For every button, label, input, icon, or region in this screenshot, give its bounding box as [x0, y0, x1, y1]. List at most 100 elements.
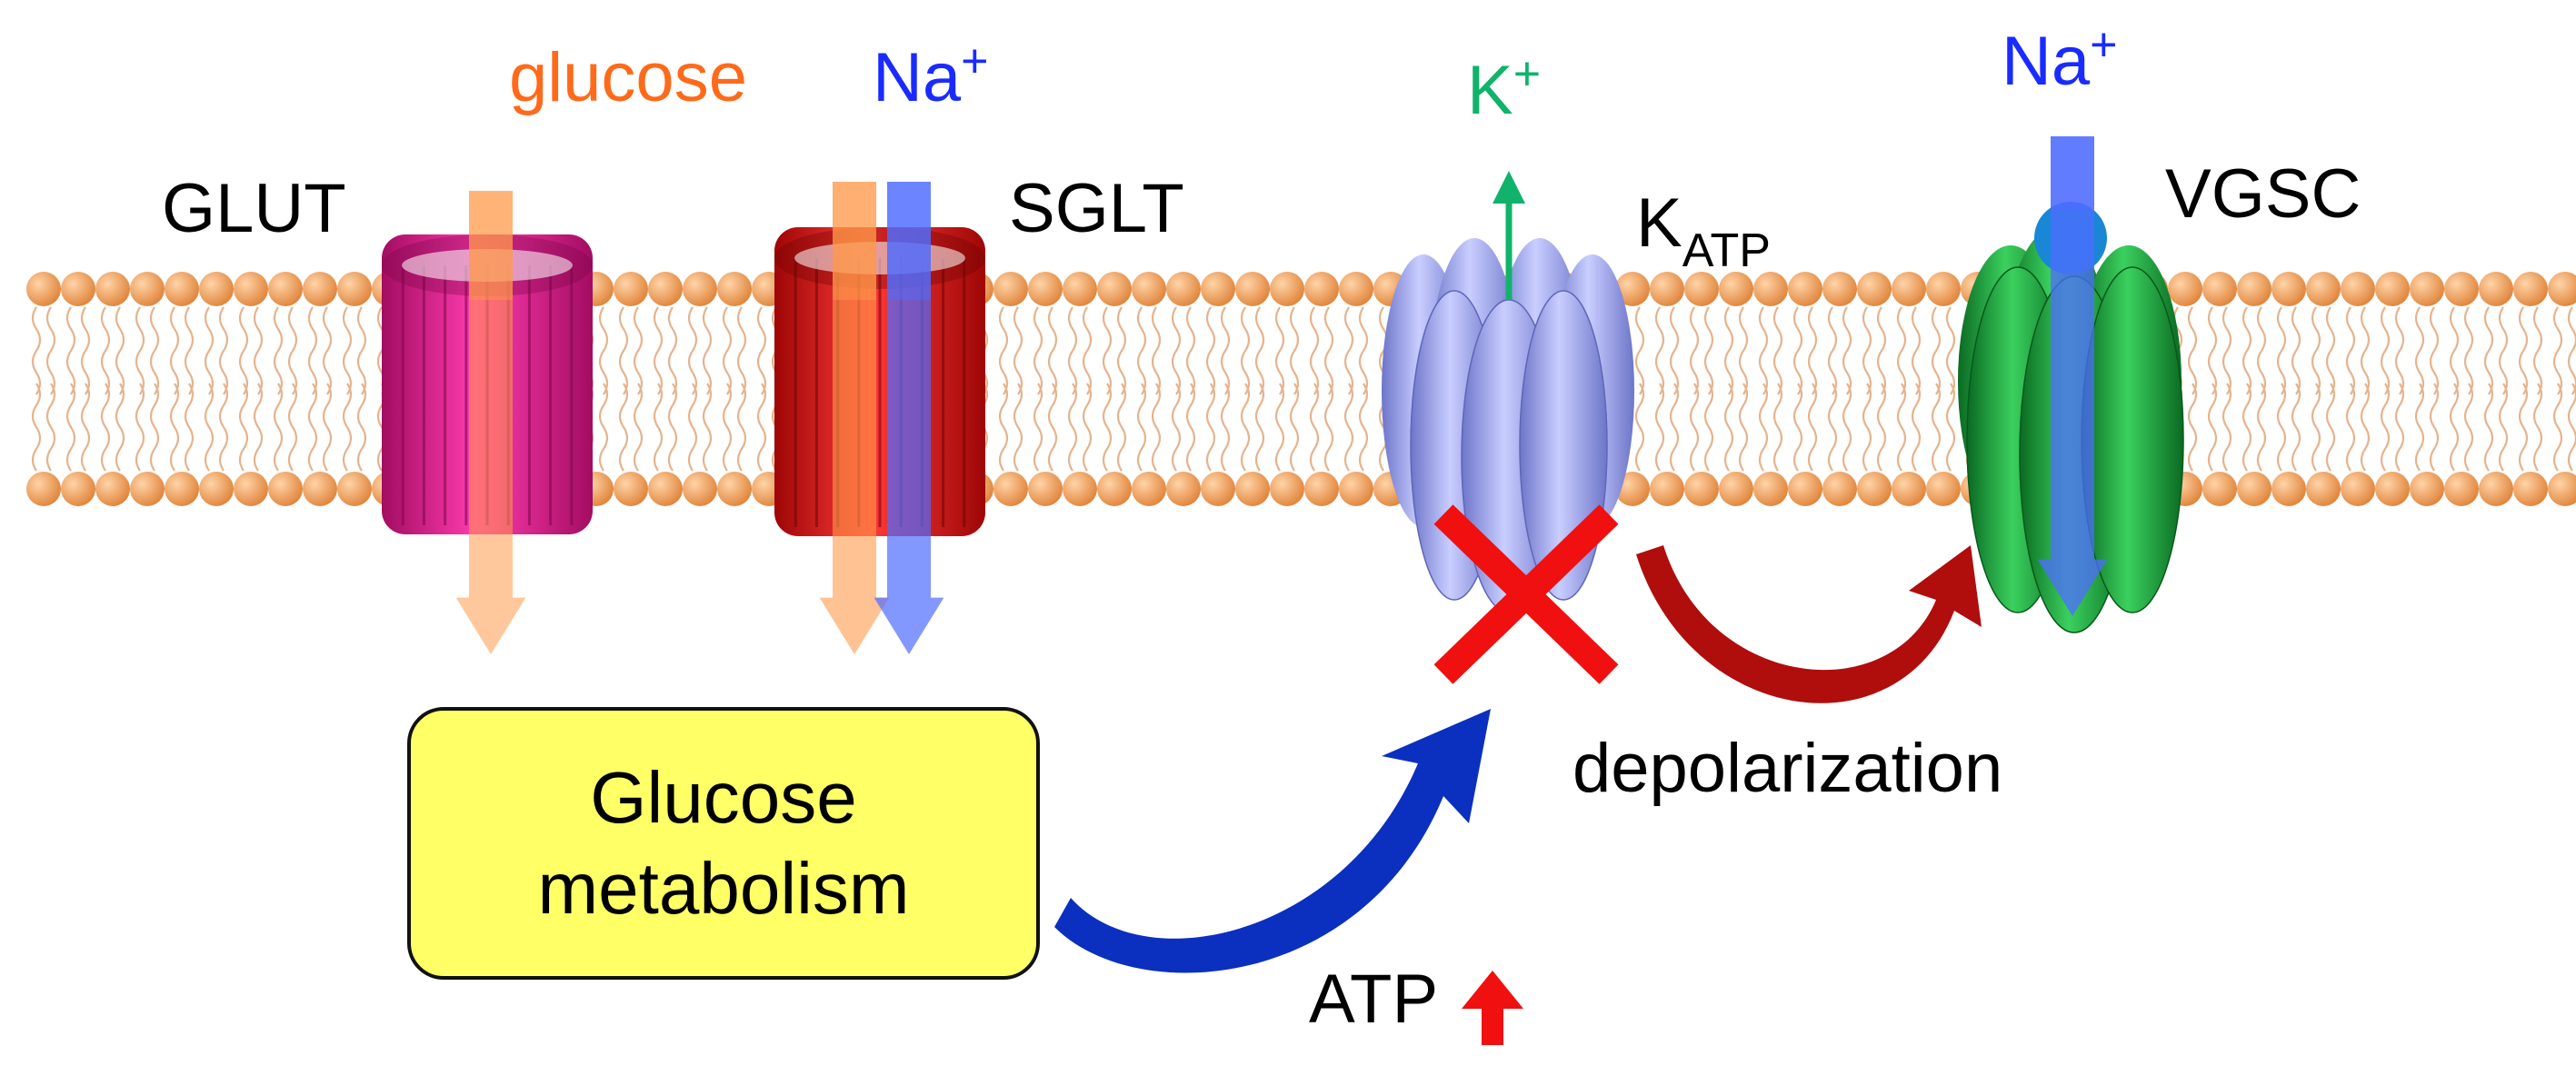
- lipid-head: [614, 472, 648, 506]
- lipid-head: [1684, 272, 1719, 306]
- sglt-protein-pore: [794, 242, 965, 274]
- lipid-head: [1857, 272, 1892, 306]
- lipid-head: [717, 272, 752, 306]
- lipid-head: [1719, 472, 1753, 506]
- lipid-head: [234, 272, 268, 306]
- atp-up-arrow-icon: [1462, 971, 1523, 1045]
- k-arrow-head: [1493, 171, 1525, 204]
- label-sglt: SGLT: [1009, 170, 1184, 247]
- glucose-arrow-sglt: [819, 182, 890, 654]
- lipid-head: [1339, 272, 1373, 306]
- lipid-head: [2202, 472, 2237, 506]
- lipid-head: [26, 272, 61, 306]
- lipid-head: [2237, 272, 2271, 306]
- na-arrow-vgsc: [2037, 136, 2108, 616]
- lipid-head: [1684, 472, 1719, 506]
- na-arrow-vgsc-top: [2051, 136, 2094, 209]
- lipid-head: [1892, 272, 1926, 306]
- lipid-head: [199, 272, 234, 306]
- label-na-right-text: Na: [2002, 23, 2091, 100]
- glucose-arrow-glut-top: [469, 191, 513, 300]
- lipid-head: [1097, 472, 1132, 506]
- lipid-head: [95, 472, 130, 506]
- lipid-head: [303, 472, 337, 506]
- lipid-head: [1166, 272, 1201, 306]
- metabolism-line-1: Glucose: [590, 757, 857, 838]
- lipid-head: [268, 472, 303, 506]
- lipid-head: [1650, 272, 1684, 306]
- lipid-head: [1235, 472, 1270, 506]
- metabolism-arrow: [1054, 709, 1491, 973]
- lipid-head: [2444, 272, 2479, 306]
- label-glucose: glucose: [509, 39, 747, 116]
- lipid-head: [337, 272, 372, 306]
- lipid-head: [1166, 472, 1201, 506]
- lipid-head: [2341, 472, 2375, 506]
- glucose-arrow-glut: [455, 191, 526, 654]
- label-k: K+: [1467, 51, 1541, 125]
- lipid-head: [1926, 472, 1961, 506]
- flow-arrows: [455, 136, 2108, 1045]
- glucose-metabolism-box: Glucose metabolism: [407, 707, 1040, 980]
- lipid-head: [1892, 472, 1926, 506]
- lipid-head: [2202, 272, 2237, 306]
- lipid-head: [2341, 272, 2375, 306]
- lipid-head: [1201, 472, 1235, 506]
- vgsc-protein: [1958, 202, 2184, 633]
- label-vgsc: VGSC: [2165, 155, 2361, 233]
- lipid-head: [1028, 272, 1063, 306]
- lipid-head: [993, 472, 1028, 506]
- label-na-left-text: Na: [873, 39, 962, 116]
- lipid-head: [993, 272, 1028, 306]
- lipid-head: [268, 272, 303, 306]
- lipid-head: [1235, 272, 1270, 306]
- lipid-head: [61, 272, 95, 306]
- lipid-head: [2479, 272, 2513, 306]
- lipid-head: [1822, 272, 1857, 306]
- lipid-head: [1132, 272, 1166, 306]
- lipid-head: [614, 272, 648, 306]
- lipid-head: [1339, 472, 1373, 506]
- label-na-right: Na+: [2002, 22, 2118, 96]
- lipid-head: [337, 472, 372, 506]
- sglt-protein: [774, 227, 985, 536]
- lipid-head: [61, 472, 95, 506]
- label-k-charge: +: [1513, 47, 1542, 101]
- label-na-left: Na+: [873, 38, 989, 113]
- lipid-head: [130, 472, 165, 506]
- label-k-text: K: [1467, 52, 1513, 129]
- lipid-head: [1788, 272, 1822, 306]
- lipid-head: [165, 472, 199, 506]
- lipid-head: [1753, 272, 1788, 306]
- lipid-head: [2513, 472, 2548, 506]
- lipid-head: [1063, 272, 1097, 306]
- lipid-head: [1132, 472, 1166, 506]
- lipid-head: [683, 472, 717, 506]
- lipid-head: [648, 272, 683, 306]
- lipid-head: [1270, 272, 1304, 306]
- lipid-head: [1201, 272, 1235, 306]
- label-katp-sub: ATP: [1682, 224, 1771, 278]
- block-x-icon: [1433, 504, 1619, 684]
- lipid-head: [165, 272, 199, 306]
- lipid-head: [2513, 272, 2548, 306]
- lipid-head: [26, 472, 61, 506]
- lipid-head: [1615, 272, 1650, 306]
- label-glut: GLUT: [162, 170, 346, 247]
- lipid-head: [1063, 472, 1097, 506]
- label-depolarization: depolarization: [1573, 730, 2003, 807]
- lipid-head: [2444, 472, 2479, 506]
- lipid-head: [2479, 472, 2513, 506]
- na-arrow-sglt: [874, 182, 944, 654]
- metabolism-line-2: metabolism: [537, 848, 910, 929]
- label-atp: ATP: [1309, 961, 1439, 1038]
- lipid-head: [199, 472, 234, 506]
- lipid-head: [2410, 272, 2444, 306]
- lipid-head: [2306, 272, 2341, 306]
- lipid-head: [2548, 472, 2576, 506]
- lipid-head: [1788, 472, 1822, 506]
- lipid-head: [1097, 272, 1132, 306]
- lipid-head: [1926, 272, 1961, 306]
